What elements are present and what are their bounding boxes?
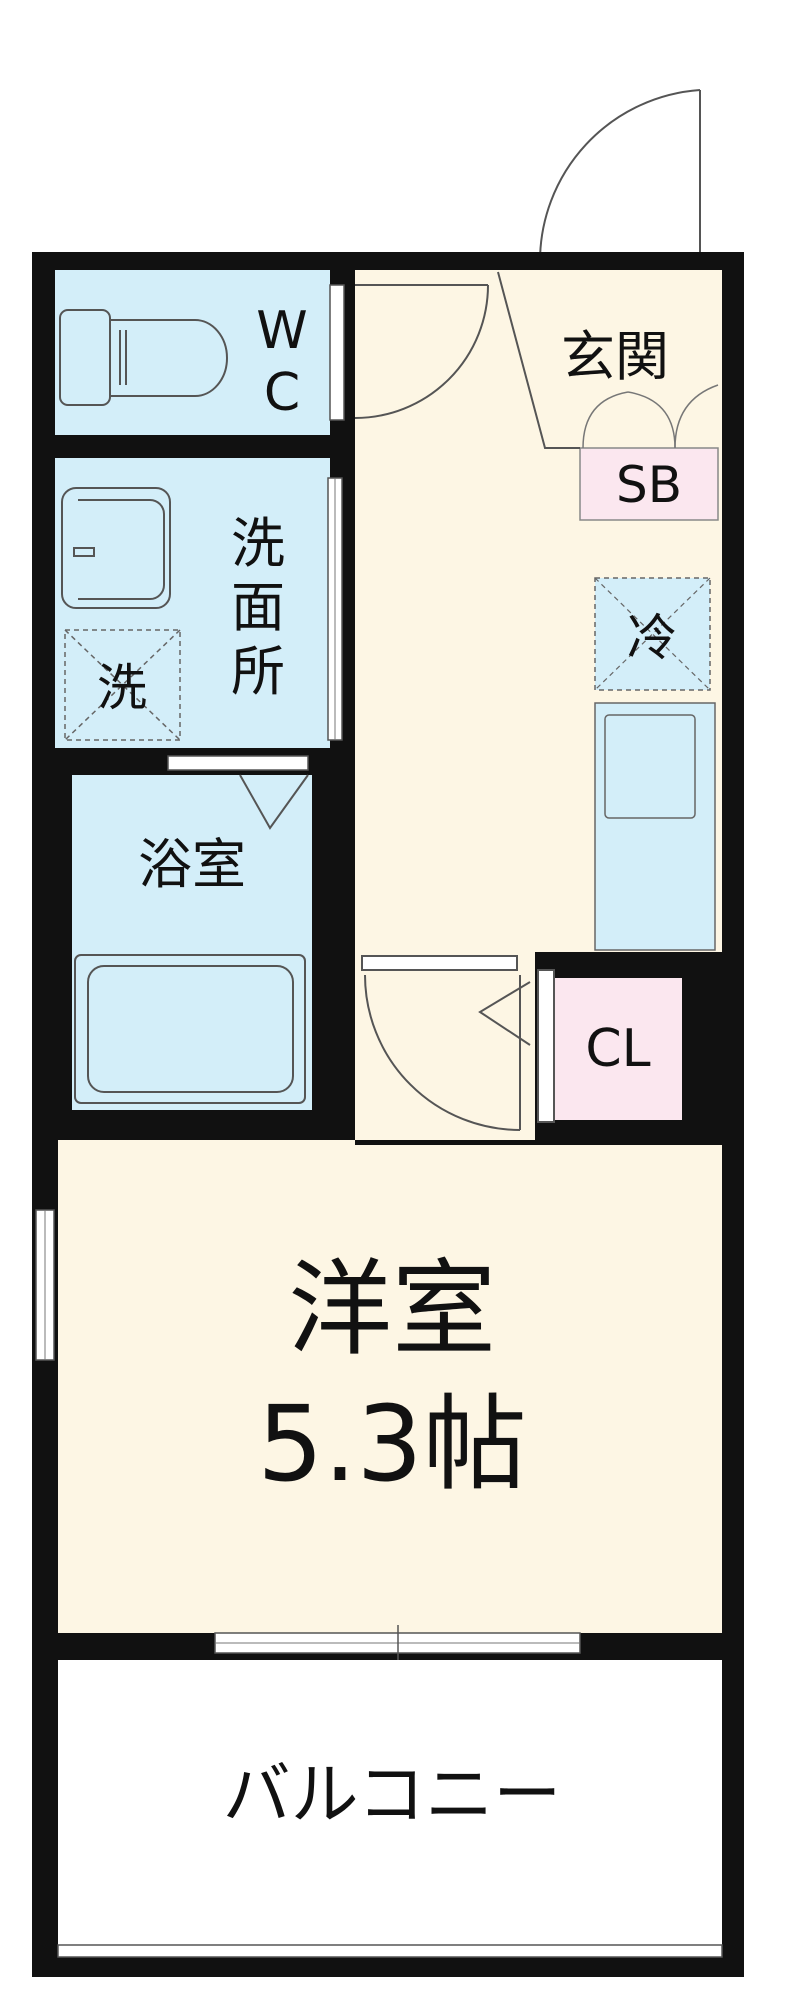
- kitchen-counter: [594, 702, 716, 951]
- washer-space: [64, 629, 181, 741]
- closet-door: [478, 969, 555, 1123]
- hall-area: [355, 952, 535, 1140]
- senmenjo-door: [327, 477, 343, 741]
- wc-door: [329, 284, 345, 421]
- western-room-label: 洋室: [288, 1248, 496, 1370]
- genkan-step: [497, 271, 580, 449]
- washer-label: 洗: [97, 659, 147, 717]
- senmenjo-label-3: 所: [231, 640, 285, 703]
- fridge-label: 冷: [627, 609, 677, 667]
- bath-door: [167, 755, 309, 830]
- wc-room: [55, 270, 330, 435]
- shoe-box-doors: [582, 384, 719, 449]
- senmenjo-label-2: 面: [231, 576, 285, 639]
- wc-label-c: C: [264, 363, 300, 423]
- western-room-size: 5.3帖: [257, 1383, 526, 1505]
- balcony-window: [214, 1625, 581, 1660]
- shoe-box-label: SB: [616, 456, 682, 514]
- entrance-door: [537, 89, 701, 269]
- senmenjo-room: [55, 458, 330, 748]
- bathroom-room: [72, 775, 312, 1110]
- genkan-label: 玄関: [561, 325, 669, 388]
- room-door: [361, 955, 521, 1131]
- fridge-space: [594, 577, 711, 691]
- inner-door-1: [354, 284, 489, 419]
- closet-room: [555, 978, 682, 1120]
- side-window: [35, 1209, 55, 1361]
- shoe-box: [579, 447, 719, 521]
- senmenjo-label-1: 洗: [231, 512, 285, 575]
- balcony-label: バルコニー: [223, 1756, 562, 1835]
- closet-label: CL: [585, 1019, 650, 1079]
- western-room-top-left: [58, 1140, 355, 1150]
- toilet-fixture: [59, 309, 228, 406]
- wc-label-w: W: [256, 301, 307, 361]
- bathtub-fixture: [74, 954, 306, 1104]
- western-room: [58, 1145, 722, 1633]
- balcony-rail: [57, 1944, 723, 1958]
- bathroom-label: 浴室: [138, 833, 246, 896]
- sink-fixture: [61, 487, 171, 609]
- balcony-area: [58, 1660, 722, 1945]
